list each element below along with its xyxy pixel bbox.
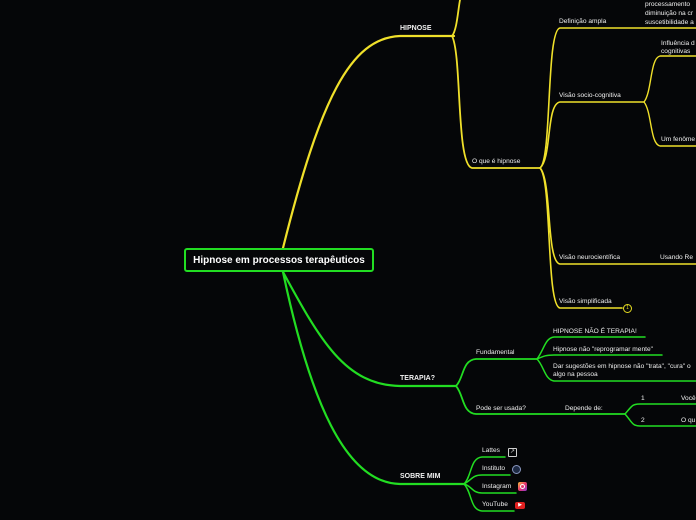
topic-hipnose[interactable]: HIPNOSE: [400, 25, 432, 32]
branch-pode-ser: [455, 385, 626, 415]
branch-sobre: [281, 270, 466, 486]
topic-definicao-text-1: processamento: [645, 1, 691, 8]
topic-item-2-number: 2: [641, 417, 645, 424]
topic-o-que-e-hipnose[interactable]: O que é hipnose: [472, 158, 521, 165]
branch-neuro: [539, 167, 696, 265]
branch-terapia: [281, 270, 458, 388]
branch-item-2: [624, 413, 696, 427]
branch-fund-3: [536, 358, 696, 382]
branch-instituto: [463, 474, 511, 485]
branch-socio-sub2: [643, 101, 696, 147]
youtube-icon[interactable]: ▶: [515, 502, 525, 509]
topic-item-2-text[interactable]: O qu: [681, 417, 696, 424]
instagram-icon[interactable]: [518, 482, 527, 491]
branch-o-que-e: [451, 35, 541, 169]
topic-sobre-mim[interactable]: SOBRE MIM: [400, 473, 441, 480]
branch-item-1: [624, 403, 696, 415]
topic-item-1-number: 1: [641, 395, 645, 402]
topic-pode-ser-usada[interactable]: Pode ser usada?: [476, 405, 526, 412]
topic-item-1-text[interactable]: Você: [681, 395, 696, 402]
branch-socio-sub1: [643, 55, 696, 103]
branch-hipnose-top: [451, 0, 461, 37]
branch-lattes: [463, 456, 506, 485]
root-topic[interactable]: Hipnose em processos terapêuticos: [184, 248, 374, 272]
topic-dar-sugestoes-line2: algo na pessoa: [553, 371, 598, 378]
link-youtube[interactable]: YouTube: [482, 501, 508, 508]
topic-visao-neurocientifica[interactable]: Visão neurocientífica: [559, 254, 621, 261]
branch-simplificada: [539, 167, 623, 309]
branch-fund-2: [536, 354, 663, 360]
branch-definicao: [539, 27, 696, 169]
external-link-icon[interactable]: ↗: [508, 448, 517, 457]
topic-fundamental[interactable]: Fundamental: [476, 349, 515, 356]
topic-definicao-text-3: suscetibilidade a: [645, 19, 694, 26]
topic-hipnose-nao-reprogramar[interactable]: Hipnose não "reprogramar mente": [553, 346, 653, 353]
branch-fundamental: [455, 358, 538, 387]
topic-definicao-ampla[interactable]: Definição ampla: [559, 18, 607, 25]
topic-socio-sub1-line1[interactable]: Influência d: [661, 40, 695, 47]
topic-socio-sub1-line2: cognitivas: [661, 48, 691, 55]
branch-fund-1: [536, 336, 646, 360]
institute-logo-icon[interactable]: [512, 465, 521, 474]
branch-youtube: [463, 483, 515, 512]
branch-socio: [539, 101, 645, 169]
topic-hipnose-nao-e-terapia[interactable]: HIPNOSE NÃO É TERAPIA!: [553, 328, 637, 335]
topic-depende-de[interactable]: Depende de:: [565, 405, 603, 412]
topic-neuro-sub[interactable]: Usando Re: [660, 254, 693, 261]
link-lattes[interactable]: Lattes: [482, 447, 500, 454]
branch-hipnose: [281, 34, 456, 250]
link-instituto[interactable]: Instituto: [482, 465, 506, 472]
topic-visao-socio-cognitiva[interactable]: Visão socio-cognitiva: [559, 92, 621, 99]
topic-dar-sugestoes-line1[interactable]: Dar sugestões em hipnose não "trata", "c…: [553, 363, 691, 370]
branch-instagram: [463, 483, 517, 494]
topic-socio-sub2[interactable]: Um fenôme: [661, 136, 696, 143]
collapsed-count-badge[interactable]: 1: [623, 304, 632, 313]
link-instagram[interactable]: Instagram: [482, 483, 512, 490]
topic-definicao-text-2: diminuição na cr: [645, 10, 694, 17]
topic-terapia[interactable]: TERAPIA?: [400, 375, 435, 382]
topic-visao-simplificada[interactable]: Visão simplificada: [559, 298, 612, 305]
